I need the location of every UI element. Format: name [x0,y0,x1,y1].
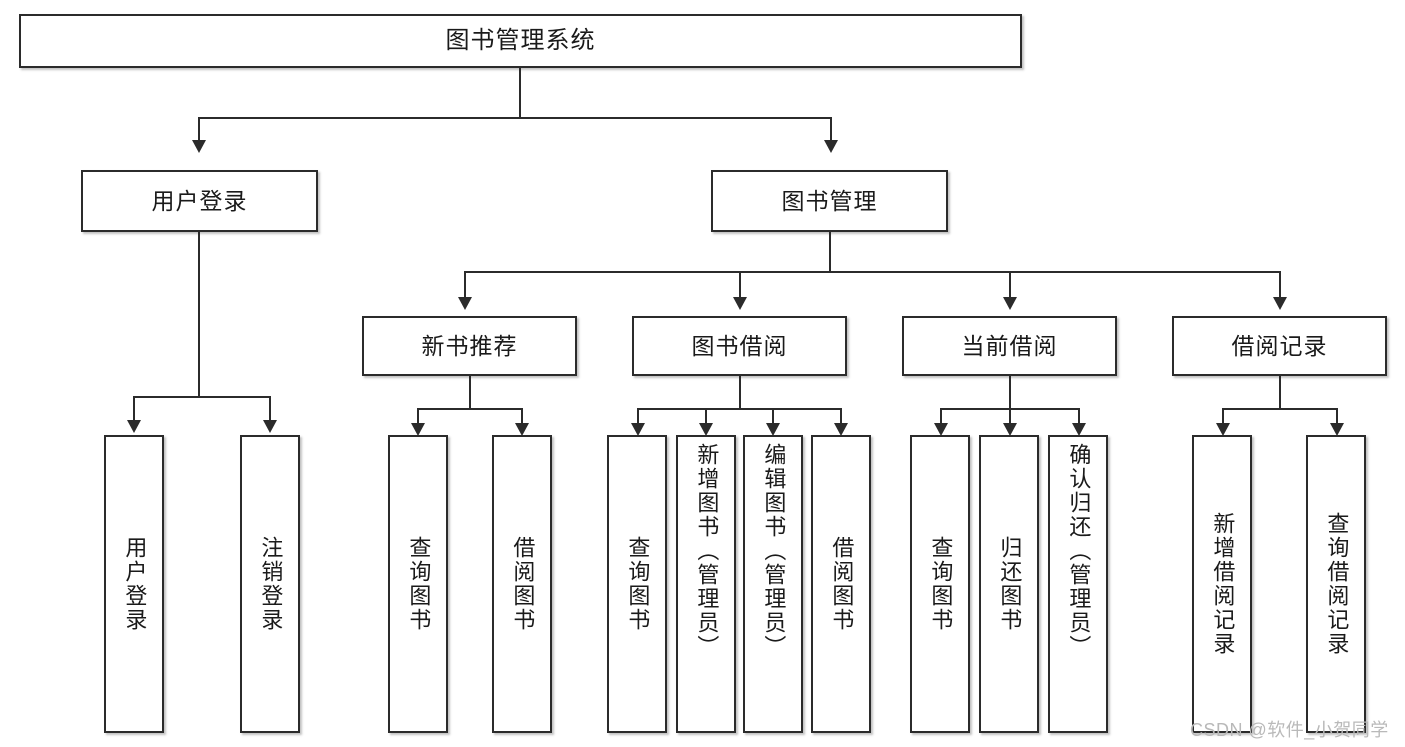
arrow-cb-leaf-2 [1003,423,1017,436]
arrow-cb-leaf-3 [1072,423,1086,436]
connector-cb-leaf-1 [940,408,942,428]
node-book-borrow[interactable]: 图书借阅 [632,316,847,376]
node-label: 图书管理 [781,187,878,214]
leaf-new-book-borrow-book[interactable]: 借阅图书 [492,435,552,733]
connector-root-to-book-management [830,117,832,142]
arrow-root-to-book-management [824,140,838,153]
arrow-root-to-user-login [192,140,206,153]
arrow-nbr-leaf-2 [515,423,529,436]
node-label: 借阅图书 [510,536,536,632]
arrow-bb-leaf-4 [834,423,848,436]
node-label: 新增借阅记录 [1210,512,1236,656]
arrow-cb-leaf-1 [934,423,948,436]
arrow-bb-leaf-1 [631,423,645,436]
node-label: 查询借阅记录 [1324,512,1350,656]
leaf-current-borrow-return-book[interactable]: 归还图书 [979,435,1039,733]
arrow-to-current-borrow [1003,297,1017,310]
connector-current-borrow-stem [1009,376,1011,409]
leaf-borrow-record-add-record[interactable]: 新增借阅记录 [1192,435,1252,733]
leaf-current-borrow-confirm-return-admin[interactable]: 确认归还（管理员） [1048,435,1108,733]
connector-new-book-recommend-bus [417,408,523,410]
node-label: 确认归还（管理员） [1066,443,1092,659]
node-label: 图书借阅 [691,332,788,359]
connector-borrow-record-bus [1222,408,1338,410]
connector-book-borrow-bus [637,408,842,410]
connector-root-to-user-login [198,117,200,142]
connector-nbr-leaf-2 [521,408,523,428]
connector-cb-leaf-2 [1009,408,1011,428]
node-current-borrow[interactable]: 当前借阅 [902,316,1117,376]
node-label: 新增图书（管理员） [694,443,720,659]
watermark-text: CSDN @软件_小贺同学 [1190,720,1389,740]
arrow-to-borrow-record [1273,297,1287,310]
node-book-management-system[interactable]: 图书管理系统 [19,14,1022,68]
connector-new-book-recommend-stem [469,376,471,409]
node-label: 当前借阅 [961,332,1058,359]
connector-root-stem [519,68,521,118]
connector-to-current-borrow [1009,271,1011,299]
leaf-book-borrow-add-book-admin[interactable]: 新增图书（管理员） [676,435,736,733]
leaf-new-book-query-book[interactable]: 查询图书 [388,435,448,733]
leaf-book-borrow-edit-book-admin[interactable]: 编辑图书（管理员） [743,435,803,733]
arrow-bb-leaf-3 [766,423,780,436]
leaf-user-login-login[interactable]: 用户登录 [104,435,164,733]
arrow-user-login-to-leaf-2 [263,420,277,433]
arrow-bb-leaf-2 [699,423,713,436]
node-label: 查询图书 [928,536,954,632]
connector-user-login-to-leaf-1 [133,396,135,423]
connector-cb-leaf-3 [1078,408,1080,428]
arrow-br-leaf-2 [1330,423,1344,436]
node-label: 图书管理系统 [445,27,596,54]
arrow-to-new-book-recommend [458,297,472,310]
connector-user-login-to-leaf-2 [269,396,271,423]
connector-to-book-borrow [739,271,741,299]
connector-nbr-leaf-1 [417,408,419,428]
connector-br-leaf-2 [1336,408,1338,428]
connector-to-borrow-record [1279,271,1281,299]
leaf-book-borrow-query-book[interactable]: 查询图书 [607,435,667,733]
connector-to-new-book-recommend [464,271,466,299]
node-label: 查询图书 [625,536,651,632]
node-label: 借阅记录 [1231,332,1328,359]
connector-book-management-stem [829,232,831,272]
arrow-nbr-leaf-1 [411,423,425,436]
connector-bb-leaf-2 [705,408,707,428]
leaf-book-borrow-borrow-book[interactable]: 借阅图书 [811,435,871,733]
leaf-borrow-record-query-record[interactable]: 查询借阅记录 [1306,435,1366,733]
node-book-management[interactable]: 图书管理 [711,170,948,232]
connector-level3-bus [464,271,1280,273]
connector-bb-leaf-1 [637,408,639,428]
connector-borrow-record-stem [1279,376,1281,409]
node-label: 借阅图书 [829,536,855,632]
node-label: 归还图书 [997,536,1023,632]
connector-user-login-stem [198,232,200,397]
node-label: 查询图书 [406,536,432,632]
leaf-user-login-logout[interactable]: 注销登录 [240,435,300,733]
node-label: 用户登录 [151,187,248,214]
arrow-to-book-borrow [733,297,747,310]
connector-br-leaf-1 [1222,408,1224,428]
connector-book-borrow-stem [739,376,741,409]
connector-bb-leaf-3 [772,408,774,428]
node-label: 注销登录 [258,536,284,632]
node-label: 用户登录 [122,536,148,632]
connector-user-login-bus [133,396,271,398]
node-label: 新书推荐 [421,332,518,359]
arrow-user-login-to-leaf-1 [127,420,141,433]
connector-root-bus [198,117,832,119]
node-user-login[interactable]: 用户登录 [81,170,318,232]
connector-bb-leaf-4 [840,408,842,428]
node-label: 编辑图书（管理员） [761,443,787,659]
arrow-br-leaf-1 [1216,423,1230,436]
node-new-book-recommend[interactable]: 新书推荐 [362,316,577,376]
leaf-current-borrow-query-book[interactable]: 查询图书 [910,435,970,733]
node-borrow-record[interactable]: 借阅记录 [1172,316,1387,376]
